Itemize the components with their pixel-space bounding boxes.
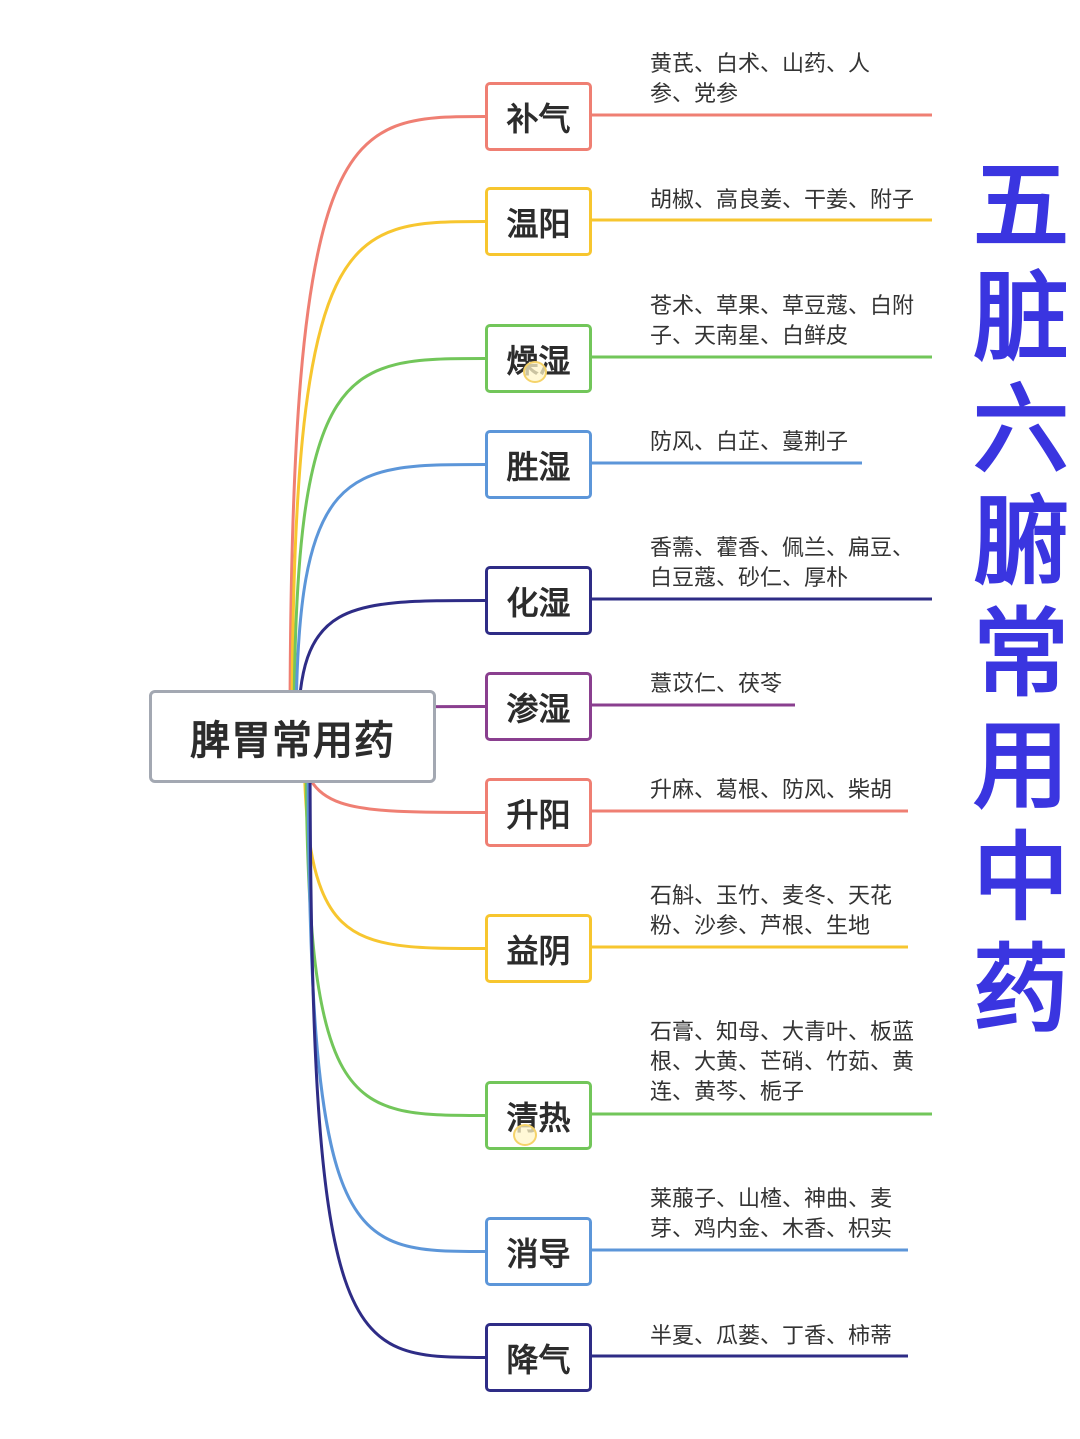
side-title-char: 六 — [973, 374, 1069, 486]
herb-list: 薏苡仁、茯苓 — [650, 672, 783, 697]
cursor-icon — [523, 361, 547, 383]
branch-node[interactable]: 补气 — [485, 82, 592, 151]
branch-connector — [290, 220, 486, 737]
branch-node[interactable]: 化湿 — [485, 566, 592, 635]
branch-connector — [304, 735, 486, 1117]
side-title-char: 腑 — [973, 486, 1069, 598]
root-node[interactable]: 脾胃常用药 — [149, 690, 436, 783]
branch-node[interactable]: 温阳 — [485, 187, 592, 256]
herb-list: 石斛、玉竹、麦冬、天花粉、沙参、芦根、生地 — [650, 884, 893, 939]
herb-list: 防风、白芷、蔓荆子 — [650, 430, 849, 455]
branch-connector — [294, 463, 486, 737]
herb-list: 莱菔子、山楂、神曲、麦芽、鸡内金、木香、枳实 — [650, 1187, 893, 1242]
side-title-char: 用 — [973, 710, 1069, 822]
branch-node[interactable]: 清热 — [485, 1081, 592, 1150]
side-title-char: 五 — [973, 150, 1069, 262]
side-title: 五脏六腑常用中药 — [962, 150, 1080, 1046]
branch-connector — [308, 735, 486, 1359]
branch-node[interactable]: 降气 — [485, 1323, 592, 1392]
herb-list: 升麻、葛根、防风、柴胡 — [650, 778, 893, 803]
branch-node[interactable]: 消导 — [485, 1217, 592, 1286]
herb-list: 苍术、草果、草豆蔻、白附子、天南星、白鲜皮 — [650, 294, 915, 349]
side-title-char: 中 — [973, 822, 1069, 934]
branch-node[interactable]: 升阳 — [485, 778, 592, 847]
side-title-char: 药 — [973, 934, 1069, 1046]
herb-list: 半夏、瓜蒌、丁香、柿蒂 — [650, 1324, 893, 1349]
herb-list: 黄芪、白术、山药、人参、党参 — [650, 52, 871, 107]
branch-connector — [288, 115, 486, 737]
branch-node[interactable]: 胜湿 — [485, 430, 592, 499]
branch-connector — [292, 357, 486, 737]
branch-node[interactable]: 燥湿 — [485, 324, 592, 393]
branch-node[interactable]: 益阴 — [485, 914, 592, 983]
side-title-char: 常 — [973, 598, 1069, 710]
cursor-icon — [513, 1124, 537, 1146]
herb-list: 胡椒、高良姜、干姜、附子 — [650, 188, 915, 213]
branch-node[interactable]: 渗湿 — [485, 672, 592, 741]
side-title-char: 脏 — [973, 262, 1069, 374]
herb-list: 香薷、藿香、佩兰、扁豆、白豆蔻、砂仁、厚朴 — [650, 536, 915, 591]
herb-list: 石膏、知母、大青叶、板蓝根、大黄、芒硝、竹茹、黄连、黄芩、栀子 — [650, 1020, 915, 1105]
